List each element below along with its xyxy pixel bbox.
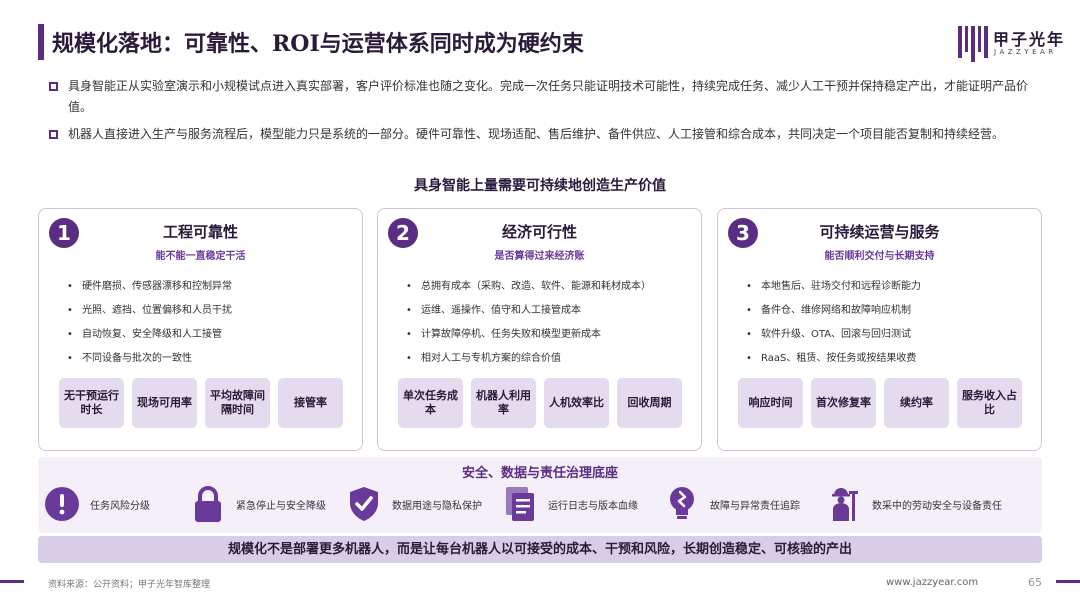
metric-row: 响应时间 首次修复率 续约率 服务收入占比 [738,378,1023,428]
conclusion-banner: 规模化不是部署更多机器人，而是让每台机器人以可接受的成本、干预和风险，长期创造稳… [38,536,1042,563]
intro-bullet-text: 机器人直接进入生产与服务流程后，模型能力只是系统的一部分。硬件可靠性、现场适配、… [68,127,1005,141]
intro-bullet: 具身智能正从实验室演示和小规模试点进入真实部署，客户评价标准也随之变化。完成一次… [48,76,1048,118]
logo-text-cn: 甲子光年 [993,30,1066,49]
metric-chip: 机器人利用率 [471,378,536,428]
card-subtitle: 能否顺利交付与长期支持 [824,251,935,262]
metric-chip: 人机效率比 [544,378,609,428]
metric-row: 无干预运行时长 现场可用率 平均故障间隔时间 接管率 [59,378,344,428]
governance-item: 数据用途与隐私保护 [344,484,482,524]
shield-warning-icon [42,484,82,524]
governance-item: 故障与异常责任追踪 [662,484,800,524]
metric-chip: 平均故障间隔时间 [205,378,270,428]
metric-chip: 响应时间 [738,378,803,428]
card-item-list: 总拥有成本（采购、改造、软件、能源和耗材成本） 运维、遥操作、值守和人工接管成本… [406,275,651,371]
card-item-list: 硬件磨损、传感器漂移和控制异常 光照、遮挡、位置偏移和人员干扰 自动恢复、安全降… [67,275,232,371]
metric-chip: 无干预运行时长 [59,378,124,428]
title-accent-bar [38,24,44,60]
intro-bullets: 具身智能正从实验室演示和小规模试点进入真实部署，客户评价标准也随之变化。完成一次… [48,76,1048,151]
card-sustainable-operations: 3 可持续运营与服务 能否顺利交付与长期支持 本地售后、驻场交付和远程诊断能力 … [717,208,1042,451]
card-item: 相对人工与专机方案的综合价值 [406,347,651,371]
card-engineering-reliability: 1 工程可靠性 能不能一直稳定干活 硬件磨损、传感器漂移和控制异常 光照、遮挡、… [38,208,363,451]
intro-bullet: 机器人直接进入生产与服务流程后，模型能力只是系统的一部分。硬件可靠性、现场适配、… [48,124,1048,145]
governance-label: 任务风险分级 [90,500,150,512]
governance-item: 数采中的劳动安全与设备责任 [824,484,1002,524]
metric-row: 单次任务成本 机器人利用率 人机效率比 回收周期 [398,378,683,428]
square-bullet-icon [49,130,58,139]
card-title: 工程可靠性 [162,223,238,241]
governance-label: 紧急停止与安全降级 [236,500,326,512]
governance-label: 数采中的劳动安全与设备责任 [872,500,1002,512]
metric-chip: 接管率 [278,378,343,428]
metric-chip: 单次任务成本 [398,378,463,428]
logo-text-en: JAZZYEAR [994,48,1057,56]
card-item: 不同设备与批次的一致性 [67,347,232,371]
metric-chip: 续约率 [884,378,949,428]
governance-band: 安全、数据与责任治理底座 任务风险分级 紧急停止与安全降级 数据用途与隐私保护 … [38,457,1042,533]
card-number-badge: 1 [49,218,79,248]
website-link[interactable]: www.jazzyear.com [886,577,979,588]
card-item: 自动恢复、安全降级和人工接管 [67,323,232,347]
governance-label: 运行日志与版本血缘 [548,500,638,512]
card-subtitle: 是否算得过来经济账 [494,251,585,262]
lock-icon [188,484,228,524]
worker-safety-icon [824,484,864,524]
metric-chip: 现场可用率 [132,378,197,428]
governance-item: 紧急停止与安全降级 [188,484,326,524]
document-log-icon [500,484,540,524]
card-item: 总拥有成本（采购、改造、软件、能源和耗材成本） [406,275,651,299]
card-economic-feasibility: 2 经济可行性 是否算得过来经济账 总拥有成本（采购、改造、软件、能源和耗材成本… [377,208,702,451]
governance-title: 安全、数据与责任治理底座 [461,466,618,481]
card-item: 光照、遮挡、位置偏移和人员干扰 [67,299,232,323]
footer-accent-right [1056,580,1080,583]
page-title: 规模化落地：可靠性、ROI与运营体系同时成为硬约束 [52,31,584,57]
governance-item: 运行日志与版本血缘 [500,484,638,524]
footer-accent-left [0,580,24,583]
card-number-badge: 2 [388,218,418,248]
card-item: 备件仓、维修网络和故障响应机制 [746,299,921,323]
card-number-badge: 3 [728,218,758,248]
governance-label: 故障与异常责任追踪 [710,500,800,512]
card-title: 可持续运营与服务 [819,223,940,241]
source-note: 资料来源：公开资料；甲子光年智库整理 [48,580,211,590]
card-item: 计算故障停机、任务失败和模型更新成本 [406,323,651,347]
lightbulb-trace-icon [662,484,702,524]
metric-chip: 回收周期 [617,378,682,428]
section-title: 具身智能上量需要可持续地创造生产价值 [414,178,666,194]
card-title: 经济可行性 [501,223,577,241]
page-number: 65 [1028,576,1042,589]
card-subtitle: 能不能一直稳定干活 [155,251,246,262]
shield-check-icon [344,484,384,524]
logo-mark-icon [958,26,988,62]
card-item: 软件升级、OTA、回滚与回归测试 [746,323,921,347]
square-bullet-icon [49,82,58,91]
card-item-list: 本地售后、驻场交付和远程诊断能力 备件仓、维修网络和故障响应机制 软件升级、OT… [746,275,921,371]
governance-label: 数据用途与隐私保护 [392,500,482,512]
governance-item: 任务风险分级 [42,484,150,524]
metric-chip: 首次修复率 [811,378,876,428]
card-item: RaaS、租赁、按任务或按结果收费 [746,347,921,371]
intro-bullet-text: 具身智能正从实验室演示和小规模试点进入真实部署，客户评价标准也随之变化。完成一次… [68,79,1029,114]
logo: 甲子光年 JAZZYEAR [957,24,1067,68]
metric-chip: 服务收入占比 [957,378,1022,428]
card-item: 硬件磨损、传感器漂移和控制异常 [67,275,232,299]
card-item: 本地售后、驻场交付和远程诊断能力 [746,275,921,299]
card-item: 运维、遥操作、值守和人工接管成本 [406,299,651,323]
